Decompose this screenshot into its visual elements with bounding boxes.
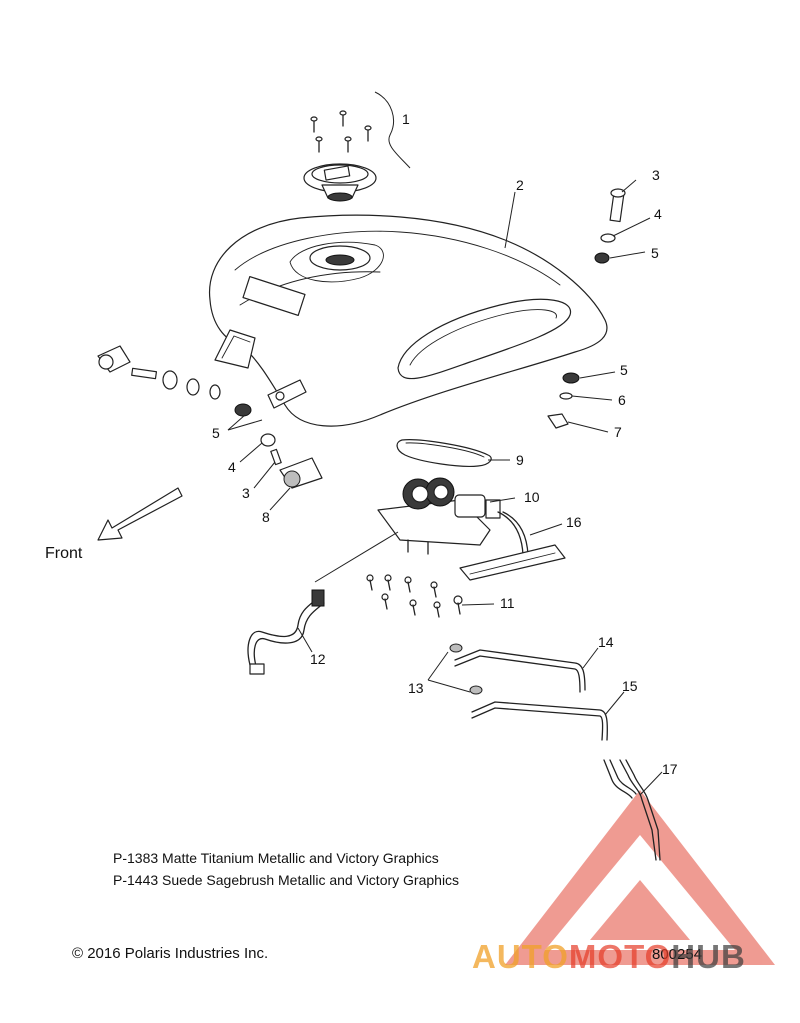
fuel-cap-assembly bbox=[303, 91, 411, 202]
harness bbox=[459, 511, 566, 581]
cap-screws bbox=[310, 110, 372, 153]
callout-15: 15 bbox=[622, 678, 638, 694]
watermark-logo bbox=[505, 790, 775, 965]
gasket bbox=[396, 439, 492, 467]
callout-5: 5 bbox=[212, 425, 220, 441]
callout-10: 10 bbox=[524, 489, 540, 505]
left-mount-hardware bbox=[97, 345, 323, 489]
drain-line bbox=[603, 759, 661, 861]
watermark-text-part: AUTO bbox=[472, 938, 569, 975]
callout-1: 1 bbox=[402, 111, 410, 127]
fuel-pump bbox=[377, 477, 501, 555]
callout-5: 5 bbox=[651, 245, 659, 261]
callout-3: 3 bbox=[242, 485, 250, 501]
front-label: Front bbox=[45, 545, 83, 562]
callout-12: 12 bbox=[310, 651, 326, 667]
watermark-text-part: HUB bbox=[671, 938, 746, 975]
callout-numbers: 1 2 3 4 5 5 6 7 8 9 10 16 11 12 13 14 15… bbox=[212, 111, 678, 777]
callout-4: 4 bbox=[654, 206, 662, 222]
callout-5: 5 bbox=[620, 362, 628, 378]
callout-3: 3 bbox=[652, 167, 660, 183]
watermark-text: AUTOMOTOHUB bbox=[472, 938, 746, 976]
callout-13: 13 bbox=[408, 680, 424, 696]
color-note: P-1383 Matte Titanium Metallic and Victo… bbox=[113, 850, 439, 866]
callout-8: 8 bbox=[262, 509, 270, 525]
copyright: © 2016 Polaris Industries Inc. bbox=[72, 945, 269, 962]
leader-lines bbox=[227, 179, 663, 796]
vent-lines bbox=[449, 643, 608, 741]
callout-6: 6 bbox=[618, 392, 626, 408]
callout-7: 7 bbox=[614, 424, 622, 440]
callout-11: 11 bbox=[500, 595, 515, 611]
watermark-text-part: MOTO bbox=[568, 938, 672, 975]
diagram-number: 800254 bbox=[652, 946, 703, 963]
fuel-line-12 bbox=[247, 589, 325, 675]
callout-9: 9 bbox=[516, 452, 524, 468]
pump-screws bbox=[366, 574, 463, 618]
color-note: P-1443 Suede Sagebrush Metallic and Vict… bbox=[113, 872, 460, 888]
callout-14: 14 bbox=[598, 634, 614, 650]
fuel-tank bbox=[208, 214, 608, 427]
callout-2: 2 bbox=[516, 177, 524, 193]
callout-16: 16 bbox=[566, 514, 582, 530]
callout-4: 4 bbox=[228, 459, 236, 475]
right-mount-hardware bbox=[547, 188, 626, 429]
front-arrow bbox=[97, 487, 183, 541]
callout-17: 17 bbox=[662, 761, 678, 777]
